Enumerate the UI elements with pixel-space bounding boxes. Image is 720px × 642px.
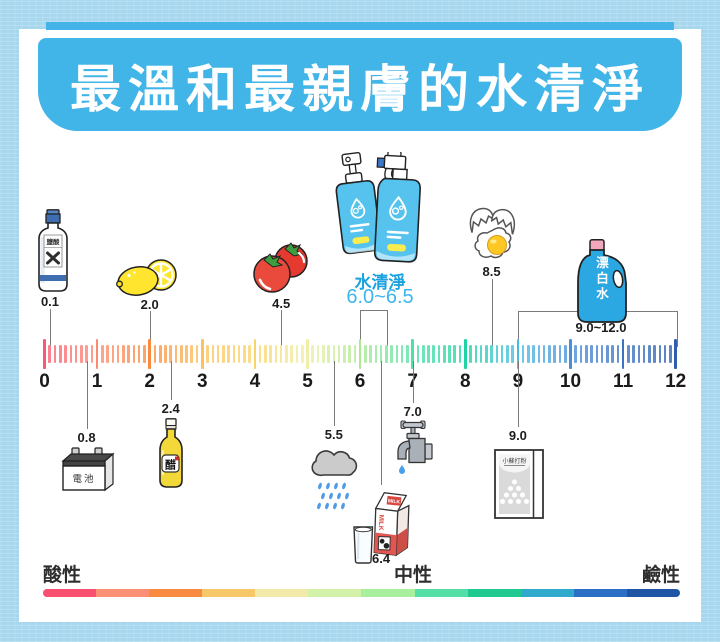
baking-soda-icon: 小蘇打粉 xyxy=(494,449,544,524)
soda-connector-line xyxy=(517,361,519,427)
egg-icon xyxy=(463,203,521,268)
gradient-segment xyxy=(43,589,97,597)
bleach-jug-icon xyxy=(574,239,630,328)
milk-connector-line xyxy=(381,361,383,485)
gradient-segment xyxy=(308,589,362,597)
water-cleanser-icon xyxy=(333,150,421,273)
rain-connector-line xyxy=(333,361,335,426)
acid-bottle-icon: 鹽酸 xyxy=(34,209,72,300)
egg-ph-value: 8.5 xyxy=(482,264,501,279)
tap-ph-value: 7.0 xyxy=(403,404,422,419)
milk-ph-value: 6.4 xyxy=(372,551,391,566)
water-cleanser-range-bracket xyxy=(360,310,389,347)
gradient-segment xyxy=(96,589,150,597)
baking-soda-label: 小蘇打粉 xyxy=(502,457,526,465)
milk-gable-brand: MILK xyxy=(388,498,401,505)
gradient-segment xyxy=(414,589,468,597)
gradient-segment xyxy=(467,589,521,597)
faucet-icon xyxy=(391,420,435,485)
battery-label: 電池 xyxy=(72,473,95,485)
water-cleanser-name: 水清淨 xyxy=(354,273,406,292)
acid-connector-line xyxy=(49,309,51,346)
legend-alkaline: 鹼性 xyxy=(642,565,681,586)
gradient-segment xyxy=(520,589,574,597)
bleach-jug-label: 漂白水 xyxy=(594,256,608,303)
vinegar-label: 醋 xyxy=(165,458,176,472)
rain-ph-value: 5.5 xyxy=(324,427,343,442)
egg-connector-line xyxy=(491,279,493,346)
legend-acidic: 酸性 xyxy=(43,565,82,586)
gradient-segment xyxy=(361,589,415,597)
page-title: 最溫和最親膚的水清淨 xyxy=(69,60,650,118)
milk-icon: MILK MILK xyxy=(351,485,413,570)
gradient-segment xyxy=(626,589,680,597)
lemon-icon xyxy=(116,252,182,303)
acid-bottle-label: 鹽酸 xyxy=(47,237,61,246)
top-strip xyxy=(46,22,674,30)
soda-ph-value: 9.0 xyxy=(508,428,527,443)
gradient-segment xyxy=(149,589,203,597)
tap-connector-line xyxy=(412,361,414,403)
gradient-segment xyxy=(255,589,309,597)
bleach-ph-value: 9.0~12.0 xyxy=(575,320,627,335)
gradient-segment xyxy=(573,589,627,597)
vinegar-connector-line xyxy=(170,361,172,400)
vinegar-ph-value: 2.4 xyxy=(161,401,180,416)
water-cleanser-ph-value: 6.0~6.5 xyxy=(346,286,414,308)
battery-icon: 電池 xyxy=(59,446,117,497)
tomato-connector-line xyxy=(281,310,283,346)
rain-cloud-icon xyxy=(307,441,361,520)
acid-ph-value: 0.1 xyxy=(40,294,60,309)
lemon-ph-value: 2.0 xyxy=(140,297,159,312)
battery-ph-value: 0.8 xyxy=(77,430,96,445)
legend-neutral: 中性 xyxy=(393,565,432,586)
battery-connector-line xyxy=(86,361,88,429)
tomato-icon xyxy=(251,240,311,300)
ph-gradient-bar xyxy=(43,589,680,597)
gradient-segment xyxy=(202,589,256,597)
lemon-connector-line xyxy=(149,311,151,346)
milk-side-brand: MILK xyxy=(377,515,385,531)
title-banner: 最溫和最親膚的水清淨 xyxy=(38,38,682,131)
tomato-ph-value: 4.5 xyxy=(272,296,291,311)
vinegar-bottle-icon: 醋 xyxy=(155,418,187,493)
